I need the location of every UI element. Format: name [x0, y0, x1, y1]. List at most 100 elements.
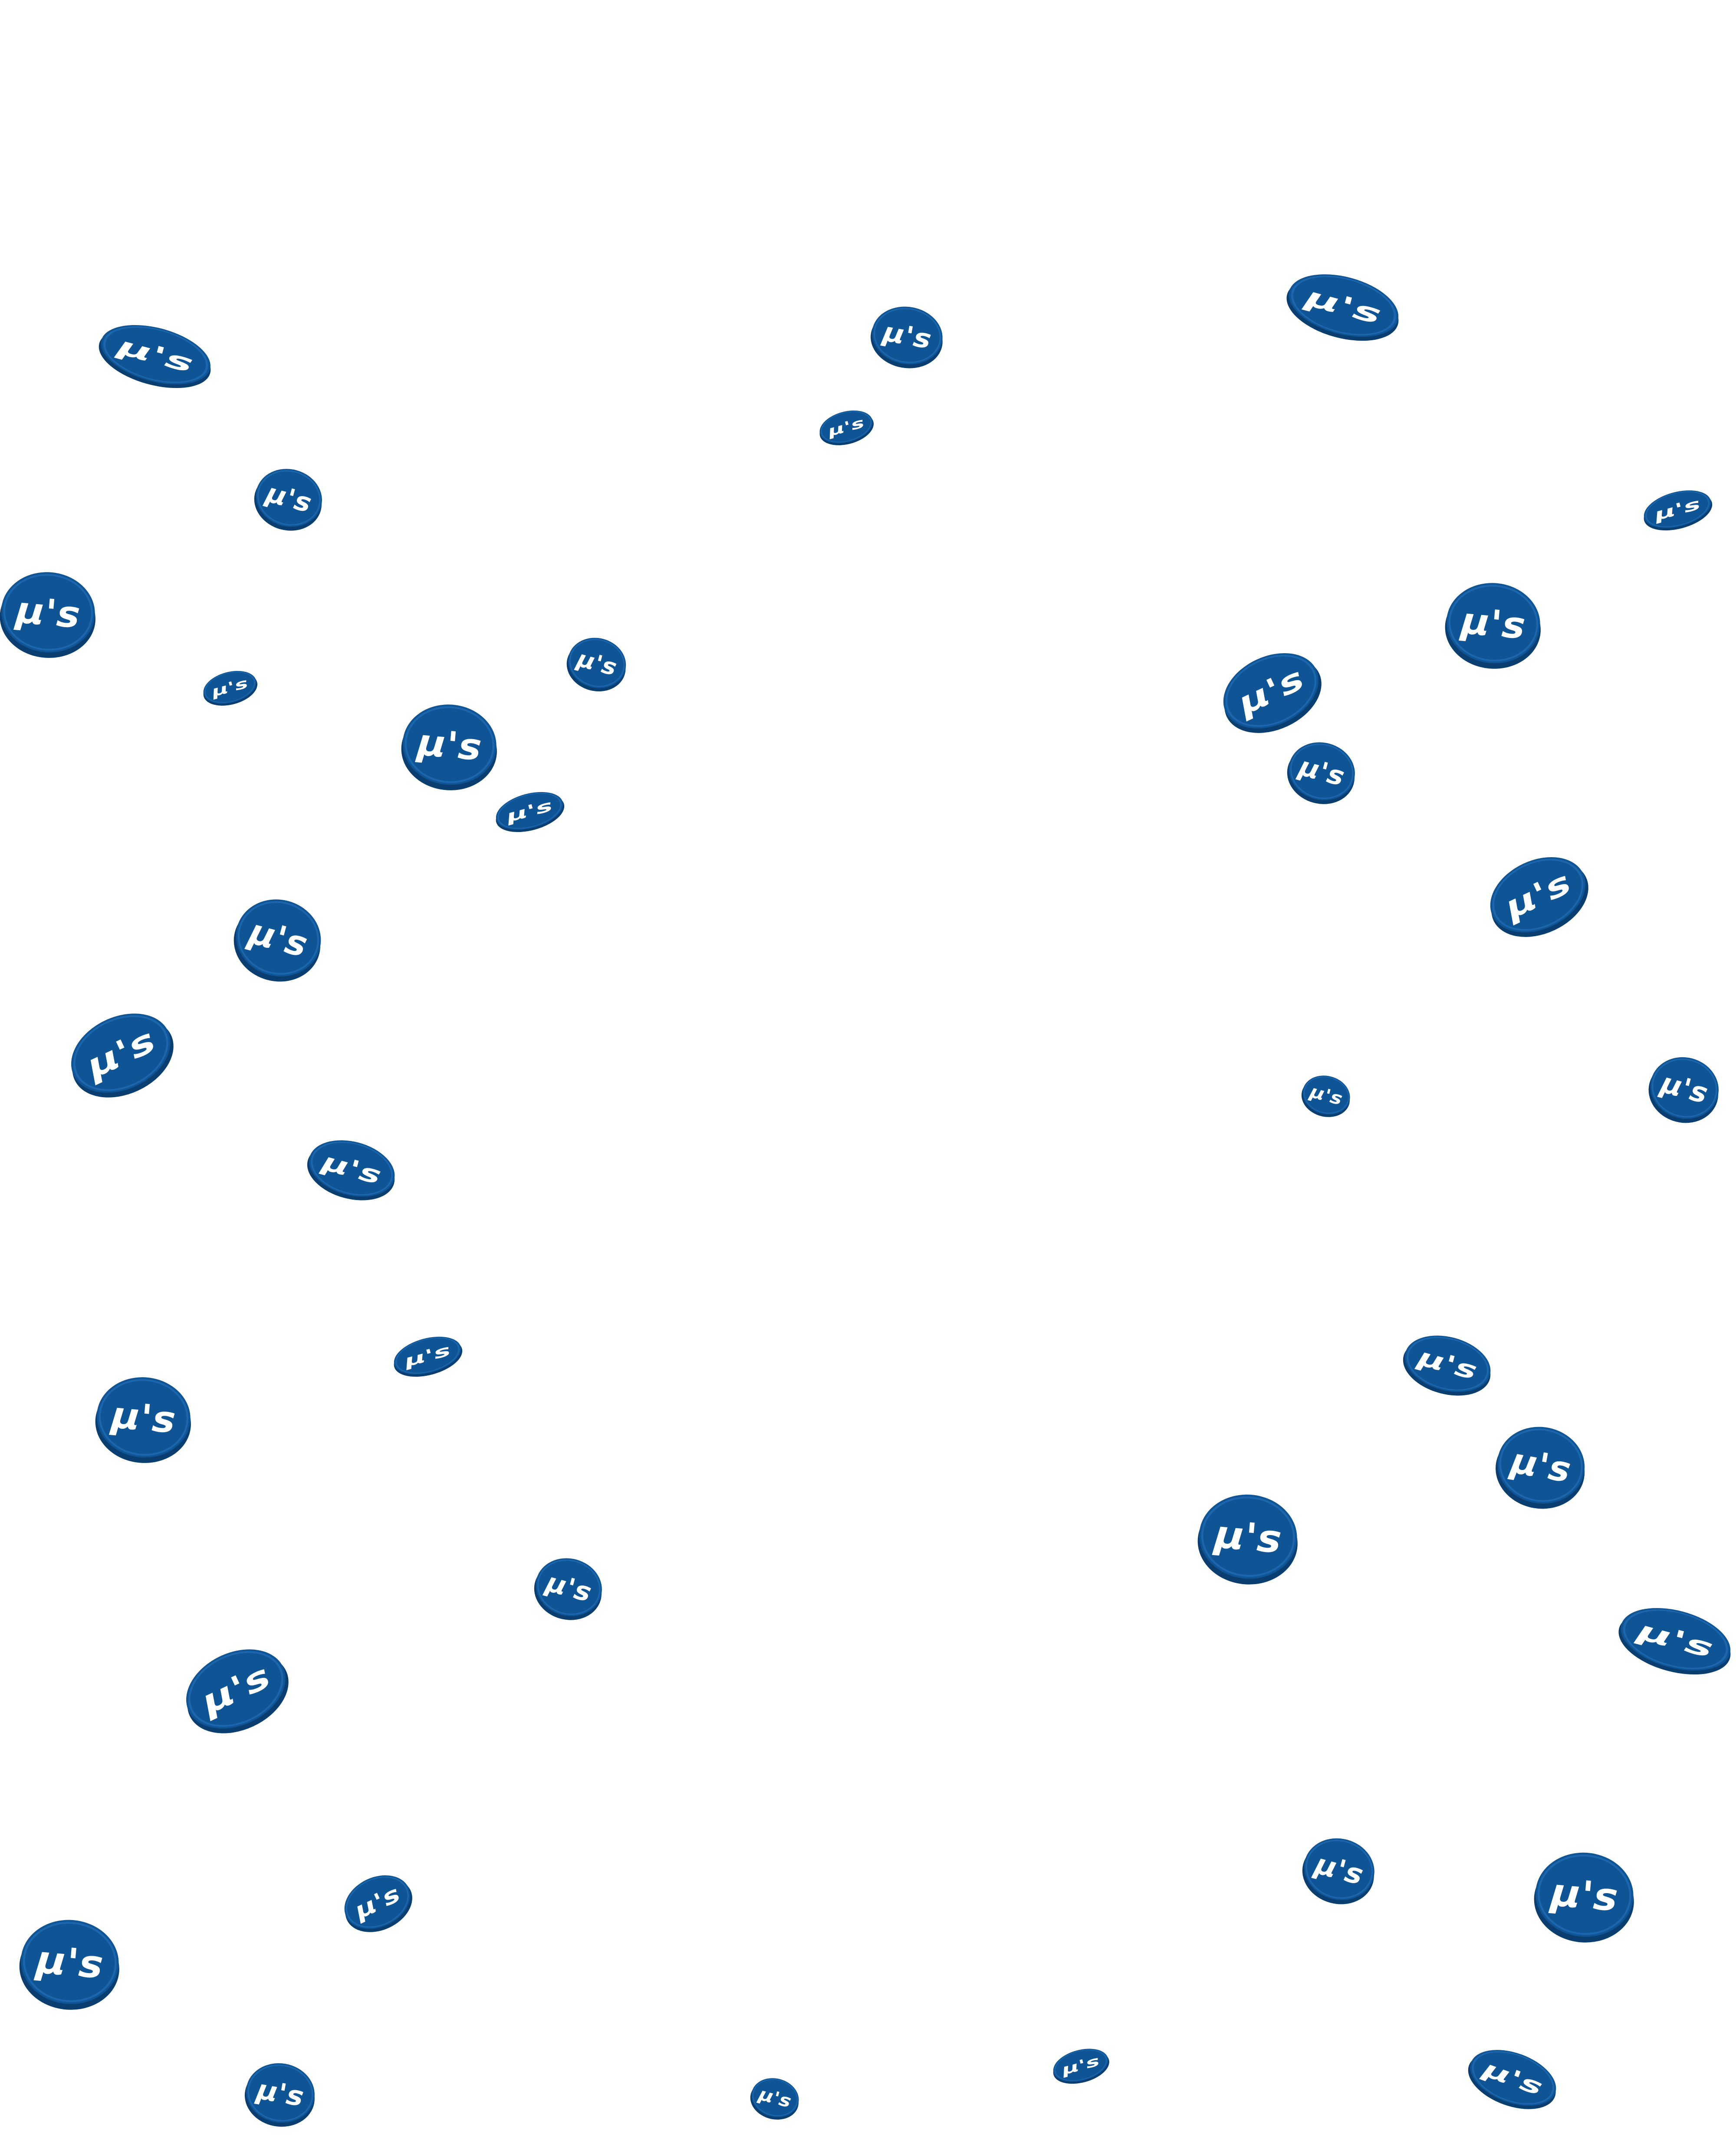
coin-face	[246, 2063, 315, 2123]
mu-s-coin-icon: μ's	[91, 311, 220, 400]
coin-logo-text: μ's	[1548, 1870, 1619, 1920]
mu-s-coin-icon: μ's	[865, 298, 949, 375]
coin-rim	[1054, 2049, 1107, 2081]
coin-rim	[752, 2079, 798, 2116]
coin-rim	[188, 1651, 283, 1727]
mu-s-coin-icon: μ's	[815, 404, 878, 452]
mu-s-coin-icon: μ's	[1488, 1416, 1593, 1517]
coin-face	[1, 572, 95, 653]
coin-logo-text: μ's	[108, 1394, 177, 1442]
coin-rim	[1407, 1337, 1489, 1391]
coin-rim	[311, 1141, 393, 1196]
coin-rim	[404, 706, 494, 783]
coin-rim	[1291, 276, 1396, 335]
mu-s-coin-icon: μ's	[1294, 1828, 1384, 1914]
coin-rim	[23, 1922, 117, 2003]
coin-face	[819, 410, 873, 444]
coin-face	[1304, 1838, 1374, 1901]
coin-face	[872, 306, 943, 365]
coin-rim	[395, 1337, 460, 1374]
coin-face	[402, 704, 496, 785]
coin-face	[1199, 1494, 1297, 1579]
coin-face	[1053, 2049, 1108, 2082]
coin-logo-text: μ's	[414, 721, 483, 769]
coin-rim	[237, 901, 319, 975]
coin-face	[186, 1649, 286, 1729]
mu-s-coin-icon: μ's	[1475, 839, 1602, 954]
coin-face	[1470, 2050, 1556, 2106]
coin-face	[536, 1558, 602, 1616]
coin-face	[1289, 274, 1399, 337]
mu-s-coin-icon: μ's	[745, 2071, 805, 2126]
coin-rim	[1290, 743, 1354, 799]
coin-face	[1446, 583, 1540, 664]
coin-face	[1302, 1075, 1350, 1115]
coin-face	[1621, 1608, 1731, 1671]
coin-rim	[1305, 1839, 1373, 1899]
coin-face	[256, 469, 322, 527]
coin-rim	[257, 470, 321, 526]
coin-rim	[1499, 1428, 1583, 1502]
coin-face	[1223, 653, 1319, 729]
mu-s-coin-icon: μ's	[224, 886, 332, 993]
coin-face	[344, 1875, 410, 1929]
coin-rim	[821, 411, 871, 443]
mu-s-coin-icon: μ's	[14, 1912, 124, 2016]
mu-s-coin-icon: μ's	[55, 994, 188, 1115]
mu-s-coin-icon: μ's	[388, 1328, 467, 1384]
coin-face	[496, 792, 563, 830]
mu-s-coin-icon: μ's	[397, 697, 502, 796]
mu-s-coin-icon: μ's	[1048, 2042, 1113, 2090]
coin-logo-text: μ's	[1211, 1512, 1283, 1562]
coin-face	[394, 1336, 461, 1375]
coin-rim	[1472, 2051, 1554, 2105]
mu-s-coin-icon: μ's	[1529, 1845, 1639, 1949]
coin-rim	[1448, 585, 1538, 662]
mu-s-coin-icon: μ's	[0, 565, 100, 664]
mu-s-coin-icon: μ's	[198, 664, 262, 712]
coin-rim	[1537, 1855, 1631, 1935]
coin-rim	[537, 1559, 601, 1615]
coin-face	[1289, 742, 1355, 800]
coin-face	[96, 1377, 191, 1458]
coin-rim	[1225, 654, 1317, 727]
mu-s-coin-icon: μ's	[1610, 1594, 1736, 1687]
mu-s-coin-icon: μ's	[1278, 260, 1408, 354]
coin-face	[101, 325, 210, 385]
coin-rim	[569, 639, 625, 687]
coin-rim	[1201, 1496, 1295, 1577]
coin-rim	[3, 574, 93, 651]
coin-logo-text: μ's	[1458, 599, 1527, 648]
coin-face	[236, 899, 321, 977]
coin-rim	[497, 792, 562, 829]
mu-s-coin-icon: μ's	[1395, 1324, 1499, 1406]
coin-rim	[204, 671, 255, 703]
mu-s-coin-icon: μ's	[526, 1548, 610, 1629]
coin-rim	[1645, 491, 1710, 527]
coin-face	[1497, 1427, 1585, 1504]
coin-face	[1535, 1852, 1634, 1937]
coin-rim	[247, 2064, 313, 2121]
mu-s-coin-icon: μ's	[1459, 2036, 1566, 2121]
coin-rim	[873, 308, 941, 363]
mu-s-coin-icon: μ's	[1641, 1046, 1728, 1132]
mu-s-coin-icon: μ's	[1193, 1486, 1302, 1591]
coin-face	[1490, 857, 1586, 933]
coin-face	[20, 1920, 119, 2004]
coin-rim	[103, 326, 208, 383]
mu-s-coin-icon: μ's	[1440, 575, 1545, 675]
coin-rim	[345, 1876, 409, 1928]
coin-rim	[1623, 1609, 1728, 1669]
mu-s-coin-icon: μ's	[333, 1862, 422, 1944]
coin-rim	[1303, 1076, 1349, 1114]
mu-s-coin-icon: μ's	[1279, 732, 1363, 813]
coin-rim	[1492, 858, 1584, 931]
mu-s-coin-icon: μ's	[247, 459, 330, 539]
mu-s-coin-icon: μ's	[1296, 1069, 1356, 1123]
mu-s-coin-icon: μ's	[560, 629, 634, 699]
mu-s-coin-icon: μ's	[1208, 635, 1335, 750]
mu-s-coin-icon: μ's	[91, 1370, 196, 1469]
coin-face	[1405, 1335, 1491, 1392]
mu-s-coin-icon: μ's	[170, 1630, 303, 1751]
coin-face	[203, 671, 256, 704]
